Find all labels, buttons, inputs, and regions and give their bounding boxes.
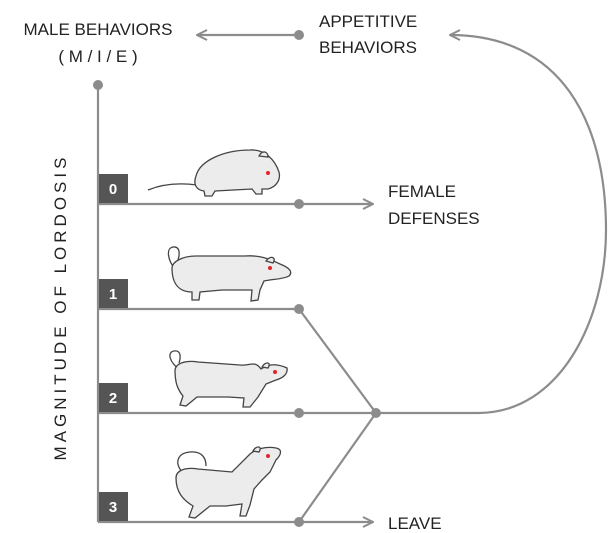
female-defenses-label: FEMALE <box>388 182 456 201</box>
node-appetitive <box>294 30 304 40</box>
rat-level-3-illustration <box>176 447 281 518</box>
axis-top-node <box>93 80 103 90</box>
rat-level-2-illustration <box>170 351 287 407</box>
leave-label: LEAVE <box>388 514 442 533</box>
merge-node <box>371 408 381 418</box>
connector-level-1-to-merge <box>299 309 376 413</box>
level-0-node <box>294 199 304 209</box>
appetitive-label: APPETITIVE <box>319 12 417 31</box>
rat-level-1-illustration <box>168 247 290 301</box>
rat-level-0-illustration <box>148 150 279 196</box>
level-1-badge-label: 1 <box>109 286 117 303</box>
female-defenses-sub-label: DEFENSES <box>388 209 480 228</box>
level-3-badge-label: 3 <box>109 499 117 516</box>
axis-label: MAGNITUDE OF LORDOSIS <box>51 154 70 461</box>
level-0-badge-label: 0 <box>109 181 117 198</box>
level-2-badge-label: 2 <box>109 390 117 407</box>
connector-merge-to-leave <box>299 413 376 522</box>
appetitive-sub-label: BEHAVIORS <box>319 38 417 57</box>
level-2-node <box>294 408 304 418</box>
male-behaviors-sub-label: ( M / I / E ) <box>58 47 137 66</box>
male-behaviors-label: MALE BEHAVIORS <box>24 20 173 39</box>
